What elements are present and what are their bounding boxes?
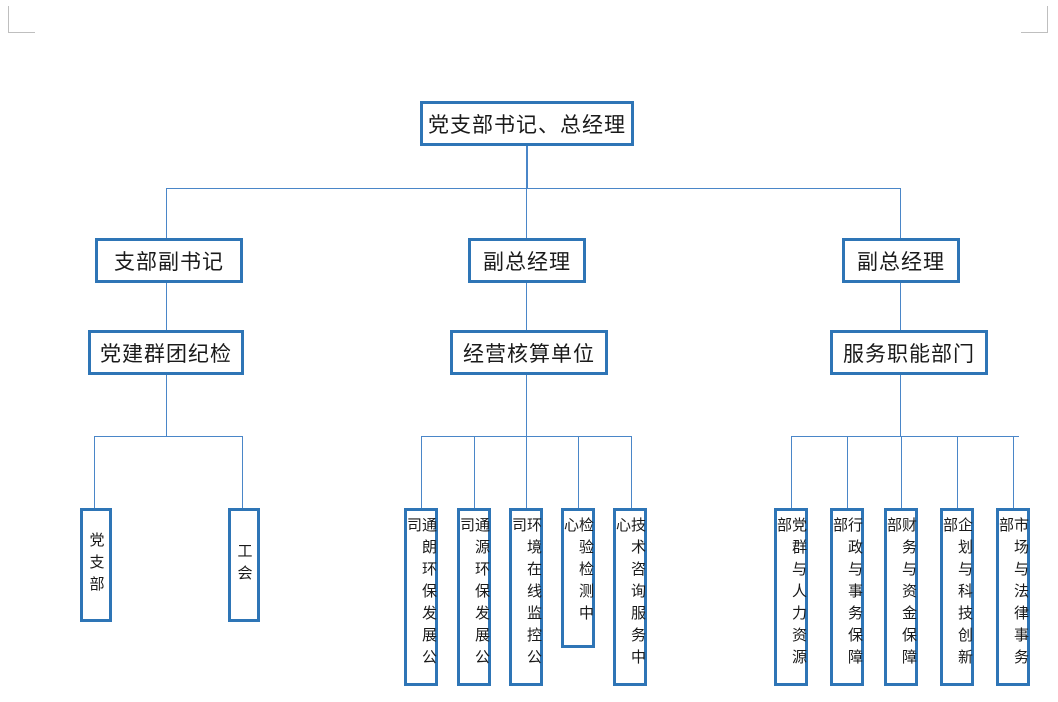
node-finance-funds-dept[interactable]: 财务与资金保障部	[884, 508, 918, 686]
connector-right-branch-2	[847, 436, 848, 508]
node-service-function-dept[interactable]: 服务职能部门	[830, 330, 988, 375]
node-business-accounting-unit-label: 经营核算单位	[463, 342, 595, 366]
node-tech-consulting-service-center[interactable]: 技术咨询服务中心	[613, 508, 647, 686]
page-margin-mark-top-right	[1021, 6, 1048, 33]
node-party-mass-hr-dept[interactable]: 党群与人力资源部	[774, 508, 808, 686]
node-finance-funds-dept-label: 财务与资金保障部	[885, 517, 917, 671]
node-root[interactable]: 党支部书记、总经理	[420, 101, 634, 146]
connector-right-branch-4	[957, 436, 958, 508]
node-inspection-testing-center[interactable]: 检验检测中心	[561, 508, 595, 648]
node-planning-tech-innovation-dept[interactable]: 企划与科技创新部	[940, 508, 974, 686]
node-deputy-gm-right[interactable]: 副总经理	[842, 238, 960, 283]
connector-l3-left-down	[166, 375, 167, 436]
node-business-accounting-unit[interactable]: 经营核算单位	[450, 330, 608, 375]
connector-right-branch-1	[791, 436, 792, 508]
node-planning-tech-innovation-dept-label: 企划与科技创新部	[941, 517, 973, 671]
node-market-legal-affairs-dept[interactable]: 市场与法律事务部	[996, 508, 1030, 686]
connector-right-branch-3	[901, 436, 902, 508]
connector-mid-branch-4	[578, 436, 579, 508]
connector-mid-branch-1	[421, 436, 422, 508]
connector-level2-bus	[166, 188, 901, 189]
connector-right-group-bus	[791, 436, 1019, 437]
connector-l2-to-l3-left	[166, 283, 167, 330]
connector-l3-mid-down	[526, 375, 527, 436]
node-party-branch-label: 党支部	[87, 532, 105, 598]
node-deputy-gm-mid[interactable]: 副总经理	[468, 238, 586, 283]
node-tech-consulting-service-center-label: 技术咨询服务中心	[614, 517, 646, 671]
connector-right-branch-5	[1013, 436, 1014, 508]
connector-mid-branch-2	[474, 436, 475, 508]
node-inspection-testing-center-label: 检验检测中心	[562, 517, 594, 627]
connector-l2-to-l3-right	[900, 283, 901, 330]
node-tonglang-env-dev-co-label: 通朗环保发展公司	[405, 517, 437, 671]
node-tongyuan-env-dev-co-label: 通源环保发展公司	[458, 517, 490, 671]
node-deputy-party-secretary[interactable]: 支部副书记	[95, 238, 243, 283]
node-tonglang-env-dev-co[interactable]: 通朗环保发展公司	[404, 508, 438, 686]
node-admin-affairs-dept-label: 行政与事务保障部	[831, 517, 863, 671]
connector-bus-to-l2-mid	[526, 188, 527, 238]
node-service-function-dept-label: 服务职能部门	[843, 342, 975, 366]
node-root-label: 党支部书记、总经理	[428, 113, 626, 137]
node-tongyuan-env-dev-co[interactable]: 通源环保发展公司	[457, 508, 491, 686]
node-party-mass-discipline[interactable]: 党建群团纪检	[88, 330, 244, 375]
node-labor-union[interactable]: 工会	[228, 508, 260, 622]
node-deputy-gm-mid-label: 副总经理	[483, 250, 571, 274]
page-margin-mark-top-left	[8, 6, 35, 33]
node-online-env-monitoring-co-label: 环境在线监控公司	[510, 517, 542, 671]
node-party-mass-discipline-label: 党建群团纪检	[100, 342, 232, 366]
connector-bus-to-l2-left	[166, 188, 167, 238]
node-deputy-gm-right-label: 副总经理	[857, 250, 945, 274]
connector-root-down	[526, 146, 528, 188]
connector-l3-right-down	[900, 375, 901, 436]
node-deputy-party-secretary-label: 支部副书记	[114, 250, 224, 274]
connector-left-branch-2	[242, 436, 243, 508]
node-labor-union-label: 工会	[235, 543, 253, 587]
connector-mid-branch-5	[631, 436, 632, 508]
connector-left-branch-1	[94, 436, 95, 508]
node-party-branch[interactable]: 党支部	[80, 508, 112, 622]
node-party-mass-hr-dept-label: 党群与人力资源部	[775, 517, 807, 671]
connector-left-group-bus	[94, 436, 242, 437]
node-admin-affairs-dept[interactable]: 行政与事务保障部	[830, 508, 864, 686]
node-online-env-monitoring-co[interactable]: 环境在线监控公司	[509, 508, 543, 686]
connector-l2-to-l3-mid	[526, 283, 527, 330]
node-market-legal-affairs-dept-label: 市场与法律事务部	[997, 517, 1029, 671]
connector-mid-branch-3	[526, 436, 527, 508]
connector-bus-to-l2-right	[900, 188, 901, 238]
